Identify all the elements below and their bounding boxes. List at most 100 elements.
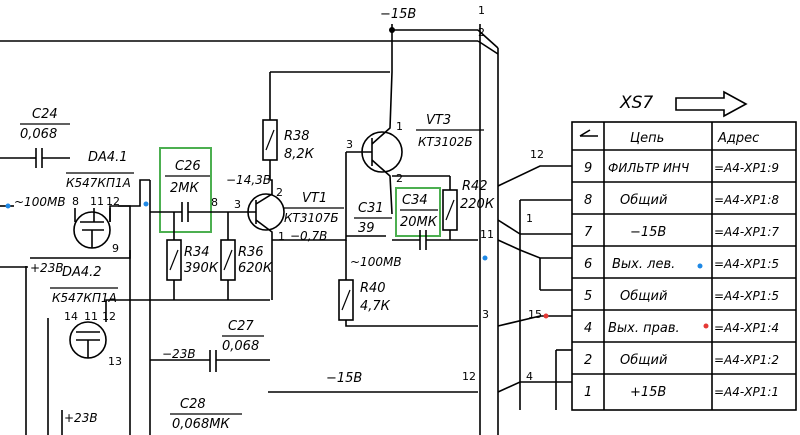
row-circuit: Общий bbox=[620, 289, 667, 304]
capacitor-c24: C24 0,068 bbox=[20, 107, 70, 168]
wire-num-11: 11 bbox=[480, 228, 494, 241]
row-num: 8 bbox=[584, 193, 592, 208]
r34-name: R34 bbox=[184, 245, 210, 260]
connector-table bbox=[571, 121, 797, 411]
c34-highlight-box bbox=[395, 187, 441, 237]
row-circuit: Общий bbox=[620, 353, 667, 368]
wire-num-4: 4 bbox=[526, 370, 533, 383]
voltage-top-neg15: −15В bbox=[380, 7, 416, 22]
marker-dot-red bbox=[543, 313, 549, 319]
marker-dot-red bbox=[703, 323, 709, 329]
wire-num-1b: 1 bbox=[526, 212, 533, 225]
transistor-vt1: 3 2 1 VT1 КТ3107Б bbox=[234, 179, 344, 300]
c28-value: 0,068МК bbox=[172, 417, 230, 432]
c27-value: 0,068 bbox=[222, 339, 259, 354]
wire-num-12b: 12 bbox=[462, 370, 476, 383]
resistor-r42: R42 220К bbox=[442, 176, 495, 240]
c31-name: C31 bbox=[358, 201, 384, 216]
da42-pin11: 11 bbox=[84, 310, 98, 323]
r38-value: 8,2К bbox=[284, 147, 315, 162]
voltage-plus23-a: +23В bbox=[30, 261, 64, 275]
marker-dot-blue bbox=[143, 201, 149, 207]
row-address: =А4-XP1:1 bbox=[714, 385, 779, 399]
row-circuit: −15В bbox=[630, 225, 666, 240]
c26-name: C26 bbox=[175, 159, 201, 174]
c34-value: 20МК bbox=[400, 215, 438, 230]
r40-name: R40 bbox=[360, 281, 386, 296]
vt1-pin1: 1 bbox=[278, 230, 285, 243]
c31-value: 39 bbox=[358, 221, 375, 236]
table-row: 5 Общий =А4-XP1:5 bbox=[584, 289, 779, 304]
c24-name: C24 bbox=[32, 107, 58, 122]
row-address: =А4-XP1:5 bbox=[714, 289, 779, 303]
r42-name: R42 bbox=[462, 179, 488, 194]
r42-value: 220К bbox=[460, 197, 495, 212]
table-row: 2 Общий =А4-XP1:2 bbox=[584, 353, 779, 368]
resistor-r38: R38 8,2К bbox=[262, 72, 315, 180]
c24-value: 0,068 bbox=[20, 127, 57, 142]
da41-pin9: 9 bbox=[112, 242, 119, 255]
vt1-pin3: 3 bbox=[234, 198, 241, 211]
resistor-r40: R40 4,7К bbox=[338, 272, 478, 327]
wire-num-15: 15 bbox=[528, 308, 542, 321]
da42-pin12: 12 bbox=[102, 310, 116, 323]
r40-value: 4,7К bbox=[360, 299, 391, 314]
wire-num-2: 2 bbox=[478, 26, 485, 39]
row-address: =А4-XP1:8 bbox=[714, 193, 779, 207]
arrow-right-icon bbox=[675, 90, 748, 118]
vt3-pin2: 2 bbox=[396, 172, 403, 185]
row-circuit: Вых. прав. bbox=[608, 321, 680, 336]
voltage-minus23: −23В bbox=[162, 347, 196, 361]
col-header-address: Адрес bbox=[717, 131, 759, 146]
capacitor-c26: 8 bbox=[150, 196, 234, 222]
row-address: =А4-XP1:4 bbox=[714, 321, 779, 335]
row-address: =А4-XP1:2 bbox=[714, 353, 779, 367]
c26-pin8: 8 bbox=[211, 196, 218, 209]
wire-num-12a: 12 bbox=[530, 148, 544, 161]
voltage-plus23-b: +23В bbox=[64, 411, 98, 425]
vt3-pin1: 1 bbox=[396, 120, 403, 133]
vt1-type: КТ3107Б bbox=[284, 211, 339, 225]
connector-symbol-icon bbox=[579, 129, 598, 137]
capacitor-c28: C28 0,068МК bbox=[170, 397, 242, 432]
da41-type: К547КП1А bbox=[66, 176, 131, 190]
vt3-type: КТ3102Б bbox=[418, 135, 473, 149]
row-circuit: Вых. лев. bbox=[612, 257, 675, 272]
row-num: 1 bbox=[584, 385, 592, 400]
c26-value: 2МК bbox=[170, 181, 199, 196]
row-num: 7 bbox=[584, 225, 593, 240]
da41-pin11: 11 bbox=[90, 195, 104, 208]
table-row: 4 Вых. прав. =А4-XP1:4 bbox=[584, 321, 779, 336]
row-num: 9 bbox=[584, 161, 592, 176]
row-num: 5 bbox=[584, 289, 592, 304]
vt1-pin2: 2 bbox=[276, 186, 283, 199]
switch-da42: 14 11 12 13 bbox=[64, 310, 122, 368]
marker-dot-blue bbox=[697, 263, 703, 269]
table-row: 7 −15В =А4-XP1:7 bbox=[584, 225, 779, 240]
table-row: 6 Вых. лев. =А4-XP1:5 bbox=[584, 257, 779, 272]
transistor-vt3: 3 1 2 VT3 КТ3102Б bbox=[346, 71, 484, 215]
marker-dot-blue bbox=[482, 255, 488, 261]
table-row: 9 ФИЛЬТР ИНЧ =А4-XP1:9 bbox=[584, 161, 779, 176]
r34-value: 390К bbox=[184, 261, 219, 276]
voltage-100mv-center: ~100МВ bbox=[350, 255, 402, 269]
voltage-minus14-3: −14,3В bbox=[226, 173, 271, 187]
da42-pin13: 13 bbox=[108, 355, 122, 368]
da42-name: DA4.2 bbox=[62, 265, 102, 280]
vt3-pin3: 3 bbox=[346, 138, 353, 151]
wire-num-3: 3 bbox=[482, 308, 489, 321]
r38-name: R38 bbox=[284, 129, 310, 144]
c28-name: C28 bbox=[180, 397, 206, 412]
capacitor-c27: C27 0,068 bbox=[209, 319, 270, 372]
da41-pin12: 12 bbox=[106, 195, 120, 208]
table-row: 8 Общий =А4-XP1:8 bbox=[584, 193, 779, 208]
voltage-minus0-7: −0,7В bbox=[290, 229, 327, 243]
c27-name: C27 bbox=[228, 319, 254, 334]
row-circuit: ФИЛЬТР ИНЧ bbox=[608, 161, 689, 175]
switch-da41: 8 11 12 9 bbox=[72, 179, 150, 255]
capacitor-c34 bbox=[392, 230, 478, 250]
row-circuit: +15В bbox=[630, 385, 666, 400]
marker-dot-blue bbox=[5, 203, 11, 209]
voltage-100mv-left: ~100МВ bbox=[14, 195, 66, 209]
